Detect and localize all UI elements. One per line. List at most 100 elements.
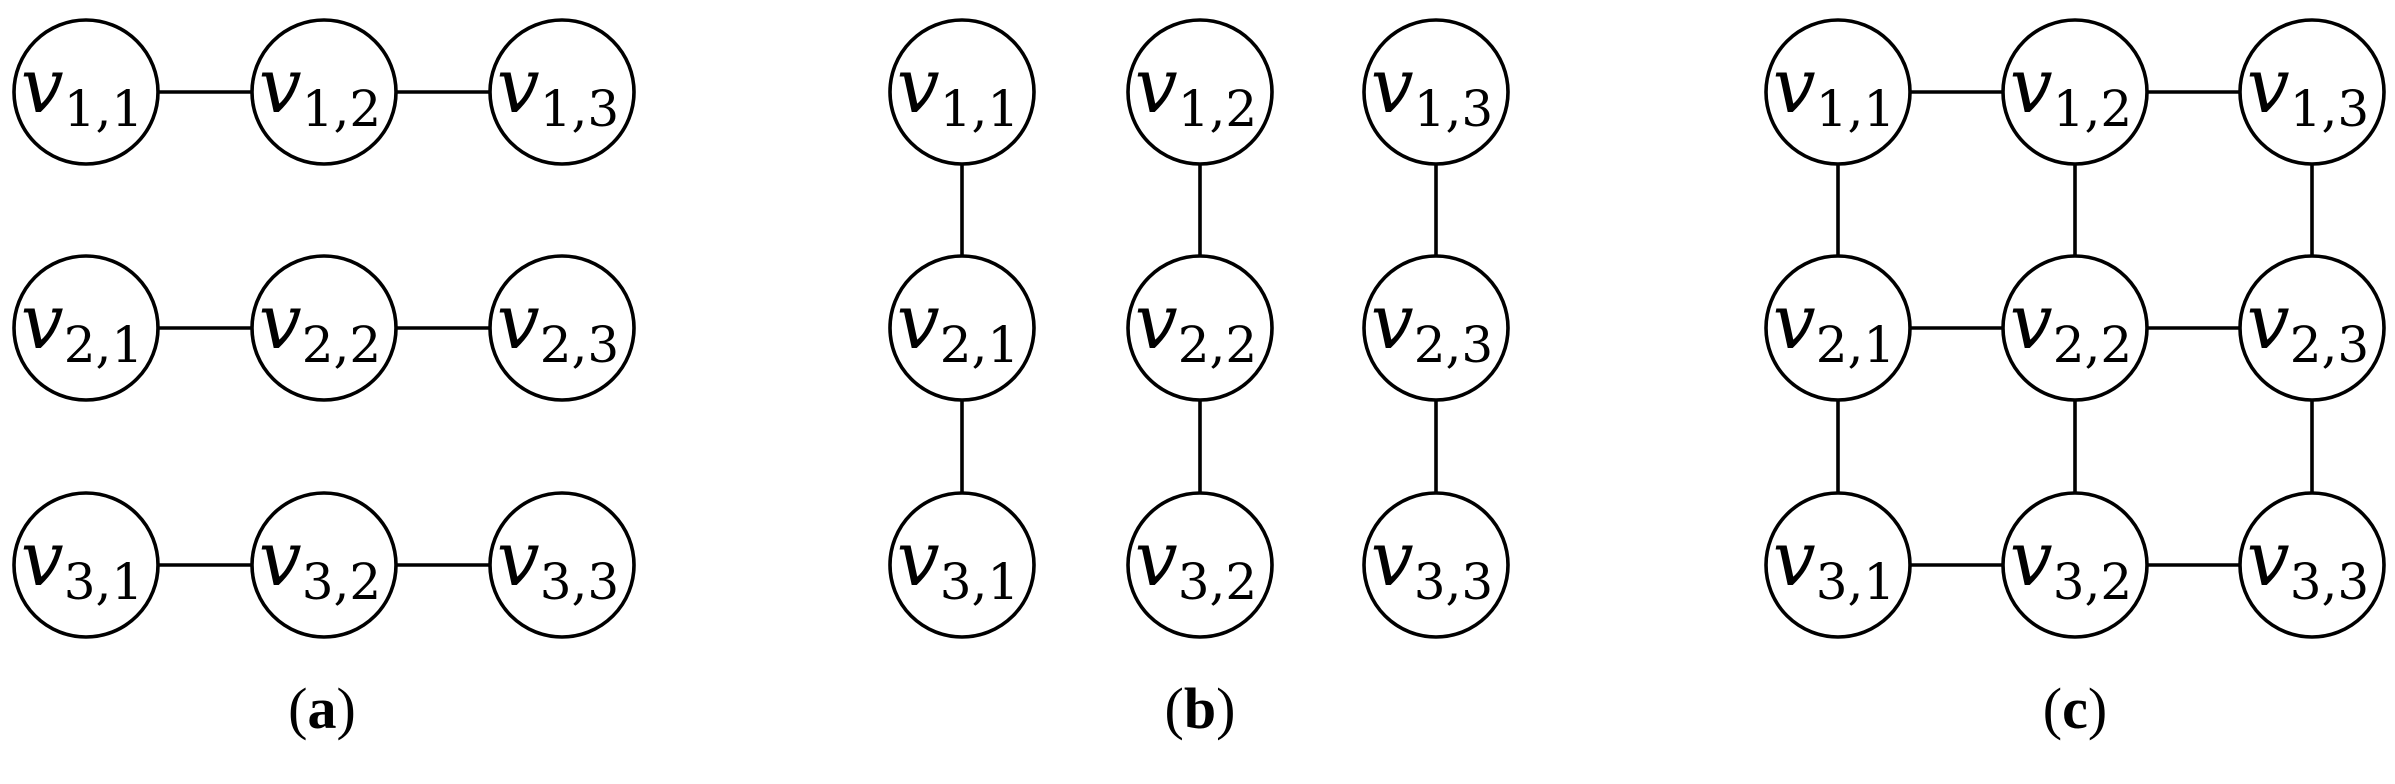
caption-letter: a [308, 676, 337, 741]
node-v-2-3: v2,3 [1362, 254, 1510, 402]
node-v-2-2: v2,2 [1126, 254, 1274, 402]
node-label-subscript: 2,3 [1414, 316, 1494, 374]
node-label: v3,3 [2247, 514, 2369, 611]
node-v-2-2: v2,2 [250, 254, 398, 402]
node-circle [12, 491, 160, 639]
node-label-subscript: 2,2 [1178, 316, 1258, 374]
node-circle [2238, 254, 2386, 402]
node-circle [250, 491, 398, 639]
node-v-2-1: v2,1 [1764, 254, 1912, 402]
node-label-subscript: 3,3 [540, 553, 620, 611]
node-circle [12, 254, 160, 402]
node-label: v2,2 [259, 277, 381, 374]
panel-caption-c: (c) [2043, 676, 2107, 741]
node-label-subscript: 1,1 [64, 80, 144, 138]
node-circle [2001, 254, 2149, 402]
node-v-1-3: v1,3 [488, 18, 636, 166]
node-circle [1764, 491, 1912, 639]
node-label-subscript: 3,3 [1414, 553, 1494, 611]
node-label: v3,1 [21, 514, 143, 611]
node-label-main: v [1773, 41, 1816, 130]
node-v-1-1: v1,1 [12, 18, 160, 166]
node-label: v1,2 [2010, 41, 2132, 138]
node-label: v2,1 [21, 277, 143, 374]
node-circle [488, 254, 636, 402]
node-label: v1,1 [897, 41, 1019, 138]
node-label-subscript: 3,1 [64, 553, 144, 611]
node-label-main: v [2010, 41, 2053, 130]
node-label-main: v [2247, 514, 2290, 603]
node-label-main: v [1371, 277, 1414, 366]
node-circle [888, 254, 1036, 402]
node-label: v2,3 [1371, 277, 1493, 374]
node-circle [250, 254, 398, 402]
node-label-subscript: 1,2 [302, 80, 382, 138]
node-label: v3,2 [1135, 514, 1257, 611]
node-v-3-1: v3,1 [12, 491, 160, 639]
node-circle [250, 18, 398, 166]
node-v-3-3: v3,3 [1362, 491, 1510, 639]
node-label-subscript: 3,2 [1178, 553, 1258, 611]
node-label-main: v [497, 277, 540, 366]
node-label: v1,3 [497, 41, 619, 138]
node-label: v2,3 [2247, 277, 2369, 374]
node-label: v2,3 [497, 277, 619, 374]
node-label: v2,1 [897, 277, 1019, 374]
node-label-subscript: 2,3 [2290, 316, 2370, 374]
node-label: v2,1 [1773, 277, 1895, 374]
panel-caption-b: (b) [1165, 676, 1236, 741]
caption-letter: b [1184, 676, 1216, 741]
node-circle [1362, 254, 1510, 402]
node-circle [888, 491, 1036, 639]
node-label-main: v [2247, 41, 2290, 130]
node-label-subscript: 2,2 [2053, 316, 2133, 374]
node-label: v2,2 [2010, 277, 2132, 374]
node-v-2-3: v2,3 [488, 254, 636, 402]
node-v-3-1: v3,1 [1764, 491, 1912, 639]
node-circle [1126, 491, 1274, 639]
node-label-main: v [1135, 514, 1178, 603]
node-v-3-2: v3,2 [1126, 491, 1274, 639]
caption-letter: c [2062, 676, 2088, 741]
node-label-subscript: 3,1 [940, 553, 1020, 611]
caption-open-paren: ( [288, 676, 307, 741]
caption-close-paren: ) [2088, 676, 2107, 741]
node-label: v1,1 [21, 41, 143, 138]
node-v-2-3: v2,3 [2238, 254, 2386, 402]
node-label-main: v [1371, 41, 1414, 130]
node-circle [2001, 18, 2149, 166]
node-label-subscript: 1,1 [940, 80, 1020, 138]
node-label-main: v [1773, 514, 1816, 603]
node-label-main: v [1371, 514, 1414, 603]
node-label-subscript: 2,1 [64, 316, 144, 374]
node-label-subscript: 3,2 [302, 553, 382, 611]
node-circle [2001, 491, 2149, 639]
node-label-subscript: 1,3 [1414, 80, 1494, 138]
node-label-main: v [497, 514, 540, 603]
node-circle [1764, 18, 1912, 166]
node-circle [1126, 254, 1274, 402]
node-v-1-2: v1,2 [1126, 18, 1274, 166]
node-label: v3,2 [259, 514, 381, 611]
node-circle [888, 18, 1036, 166]
node-v-1-3: v1,3 [1362, 18, 1510, 166]
node-label-subscript: 1,1 [1816, 80, 1896, 138]
node-label-subscript: 1,3 [2290, 80, 2370, 138]
node-v-3-1: v3,1 [888, 491, 1036, 639]
node-v-1-2: v1,2 [250, 18, 398, 166]
node-label: v1,2 [259, 41, 381, 138]
node-v-1-2: v1,2 [2001, 18, 2149, 166]
node-circle [1362, 491, 1510, 639]
node-label: v2,2 [1135, 277, 1257, 374]
node-label-main: v [2010, 514, 2053, 603]
node-label-main: v [897, 41, 940, 130]
caption-open-paren: ( [2043, 676, 2062, 741]
node-label-subscript: 1,2 [1178, 80, 1258, 138]
node-label: v1,2 [1135, 41, 1257, 138]
node-label-main: v [497, 41, 540, 130]
node-label: v3,1 [897, 514, 1019, 611]
node-label: v1,3 [1371, 41, 1493, 138]
